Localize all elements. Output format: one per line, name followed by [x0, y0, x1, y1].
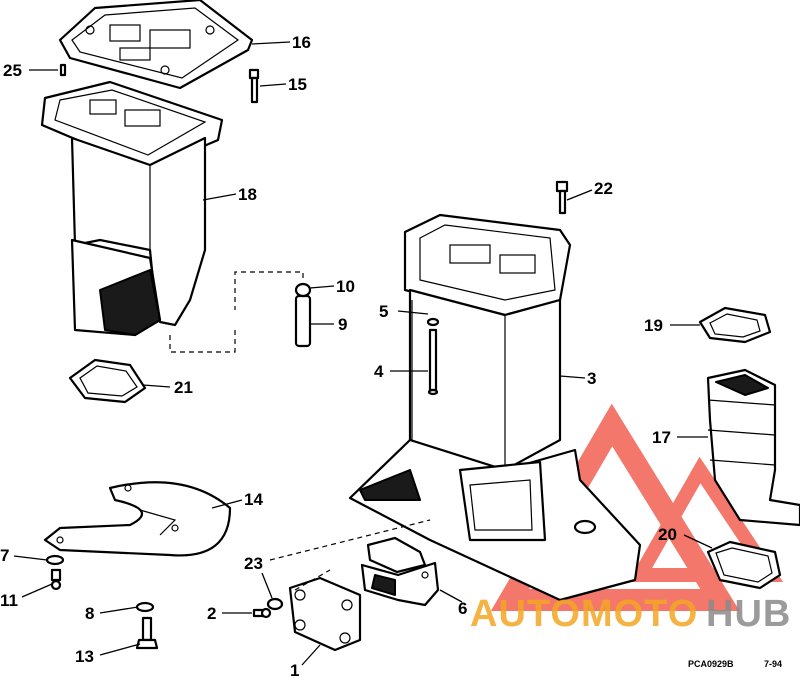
- callout-16: 16: [292, 33, 311, 52]
- callout-1: 1: [290, 661, 299, 678]
- callout-13: 13: [75, 647, 94, 666]
- callout-11: 11: [0, 591, 18, 610]
- part-15-bolt: [248, 68, 260, 104]
- leader-lines: [13, 41, 713, 666]
- part-5-oring: [426, 317, 440, 327]
- callout-14: 14: [244, 490, 263, 509]
- part-14-plate: [43, 481, 232, 557]
- callout-9: 9: [338, 315, 347, 334]
- part-16-gasket: [58, 0, 254, 90]
- watermark-part1: AUTOMOTO: [470, 593, 698, 635]
- callout-7: 7: [0, 546, 9, 565]
- callout-25: 25: [3, 61, 22, 80]
- part-20-gasket: [706, 540, 782, 590]
- part-2-screw: [252, 607, 272, 619]
- part-1-cover: [288, 569, 362, 652]
- part-17-exhaust-tube: [706, 368, 800, 527]
- connection-dashed-line: [169, 271, 304, 353]
- callout-2: 2: [207, 604, 216, 623]
- part-6-blocks: [360, 536, 440, 607]
- part-3-exhaust-housing: [269, 213, 642, 602]
- part-22-bolt: [555, 180, 569, 215]
- part-8-washer: [135, 601, 155, 613]
- callout-15: 15: [288, 75, 307, 94]
- callout-4: 4: [374, 362, 384, 381]
- callout-18: 18: [238, 185, 257, 204]
- watermark-part2: HUB: [706, 593, 791, 635]
- part-21-gasket: [68, 358, 147, 404]
- part-23-washer: [266, 597, 284, 611]
- part-9-tube: [294, 294, 312, 348]
- callout-8: 8: [85, 604, 94, 623]
- watermark-text: AUTOMOTO HUB: [470, 593, 791, 635]
- callout-6: 6: [458, 599, 467, 618]
- callout-23: 23: [244, 554, 263, 573]
- part-19-gasket: [698, 306, 772, 344]
- callout-19: 19: [644, 316, 663, 335]
- callout-17: 17: [652, 428, 671, 447]
- callout-labels: 16 25 15 18 22 10 5 9 19 4 3 21 17 14 20…: [0, 33, 677, 678]
- callout-10: 10: [336, 277, 355, 296]
- callout-3: 3: [587, 369, 596, 388]
- part-18-adaptor-housing: [40, 80, 224, 337]
- callout-22: 22: [594, 179, 613, 198]
- part-13-screw: [135, 616, 159, 650]
- figure-code: PCA0929B: [688, 659, 734, 669]
- part-10-grommet: [294, 282, 312, 298]
- part-4-tube: [427, 328, 439, 396]
- callout-21: 21: [174, 378, 193, 397]
- part-11-screw: [50, 568, 62, 591]
- callout-20: 20: [658, 525, 677, 544]
- callout-5: 5: [379, 302, 388, 321]
- figure-date: 7-94: [764, 659, 782, 669]
- part-7-washer: [45, 554, 65, 566]
- part-25-pin: [59, 63, 67, 77]
